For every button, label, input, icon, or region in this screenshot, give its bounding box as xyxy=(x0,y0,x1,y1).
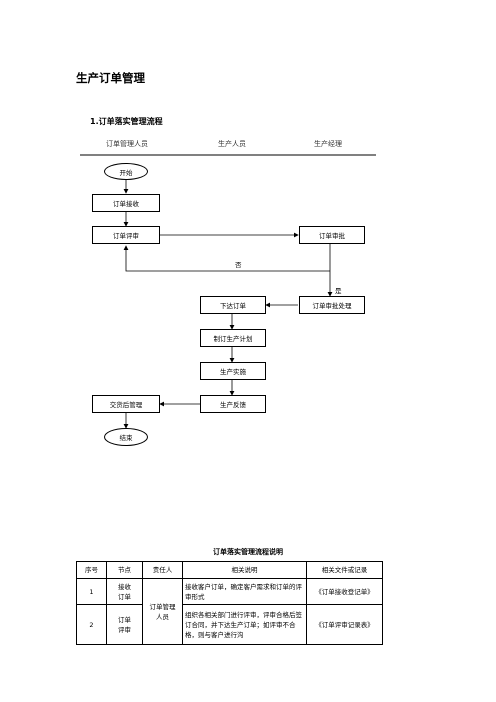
arrow-no-back-to-review xyxy=(123,245,330,272)
flow-node-production-plan: 制订生产计划 xyxy=(200,329,266,347)
cell-desc: 接收客户订单，确定客户需求和订单的评审形式 xyxy=(182,578,307,605)
flow-node-feedback: 生产反馈 xyxy=(200,395,266,413)
page-title: 生产订单管理 xyxy=(76,71,145,85)
section-title: 1.订单落实管理流程 xyxy=(90,117,163,126)
table-title: 订单落实管理流程说明 xyxy=(213,548,283,556)
cell-node: 接收 订单 xyxy=(106,578,143,605)
cell-record: 《订单接收登记单》 xyxy=(306,578,383,605)
flow-node-approve: 订单审批 xyxy=(299,226,365,244)
flow-label-yes: 是 xyxy=(335,287,342,295)
column-header-production-manager: 生产经理 xyxy=(314,140,342,148)
flow-node-issue-order: 下达订单 xyxy=(200,296,266,314)
flow-node-approve-handle: 订单审批处理 xyxy=(299,296,365,314)
flow-start-node: 开始 xyxy=(104,163,148,180)
flow-node-implement: 生产实施 xyxy=(200,362,266,380)
table-header-cell: 相关说明 xyxy=(182,561,307,579)
cell-node: 订单 评审 xyxy=(106,604,143,645)
cell-owner: 订单管理 人员 xyxy=(142,578,183,645)
table-row: 1 接收 订单 订单管理 人员 接收客户订单，确定客户需求和订单的评审形式 《订… xyxy=(76,578,383,645)
table-header-cell: 节点 xyxy=(106,561,143,579)
column-header-order-manager: 订单管理人员 xyxy=(106,140,148,148)
flow-node-receive: 订单接收 xyxy=(92,194,160,212)
table-header-cell: 责任人 xyxy=(142,561,183,579)
column-header-production-staff: 生产人员 xyxy=(218,140,246,148)
cell-no: 1 xyxy=(76,578,107,605)
cell-no: 2 xyxy=(76,604,107,645)
cell-desc: 组织各相关部门进行评审，评审合格后签订合同，并下达生产订单；如评审不合格，则与客… xyxy=(182,604,307,645)
table-header-row: 序号 节点 责任人 相关说明 相关文件或记录 xyxy=(76,561,383,579)
table-header-cell: 序号 xyxy=(76,561,107,579)
table-row: 2 订单 评审 组织各相关部门进行评审，评审合格后签订合同，并下达生产订单；如评… xyxy=(76,604,383,645)
process-description-table: 序号 节点 责任人 相关说明 相关文件或记录 1 接收 订单 订单管理 人员 接… xyxy=(76,561,383,645)
table-header-cell: 相关文件或记录 xyxy=(306,561,383,579)
flow-node-after-delivery: 交货后管理 xyxy=(92,395,160,413)
flow-node-review: 订单评审 xyxy=(92,226,160,244)
flow-end-node: 结束 xyxy=(104,428,148,446)
flow-label-no: 否 xyxy=(235,261,242,269)
cell-record: 《订单评审记录表》 xyxy=(306,604,383,645)
